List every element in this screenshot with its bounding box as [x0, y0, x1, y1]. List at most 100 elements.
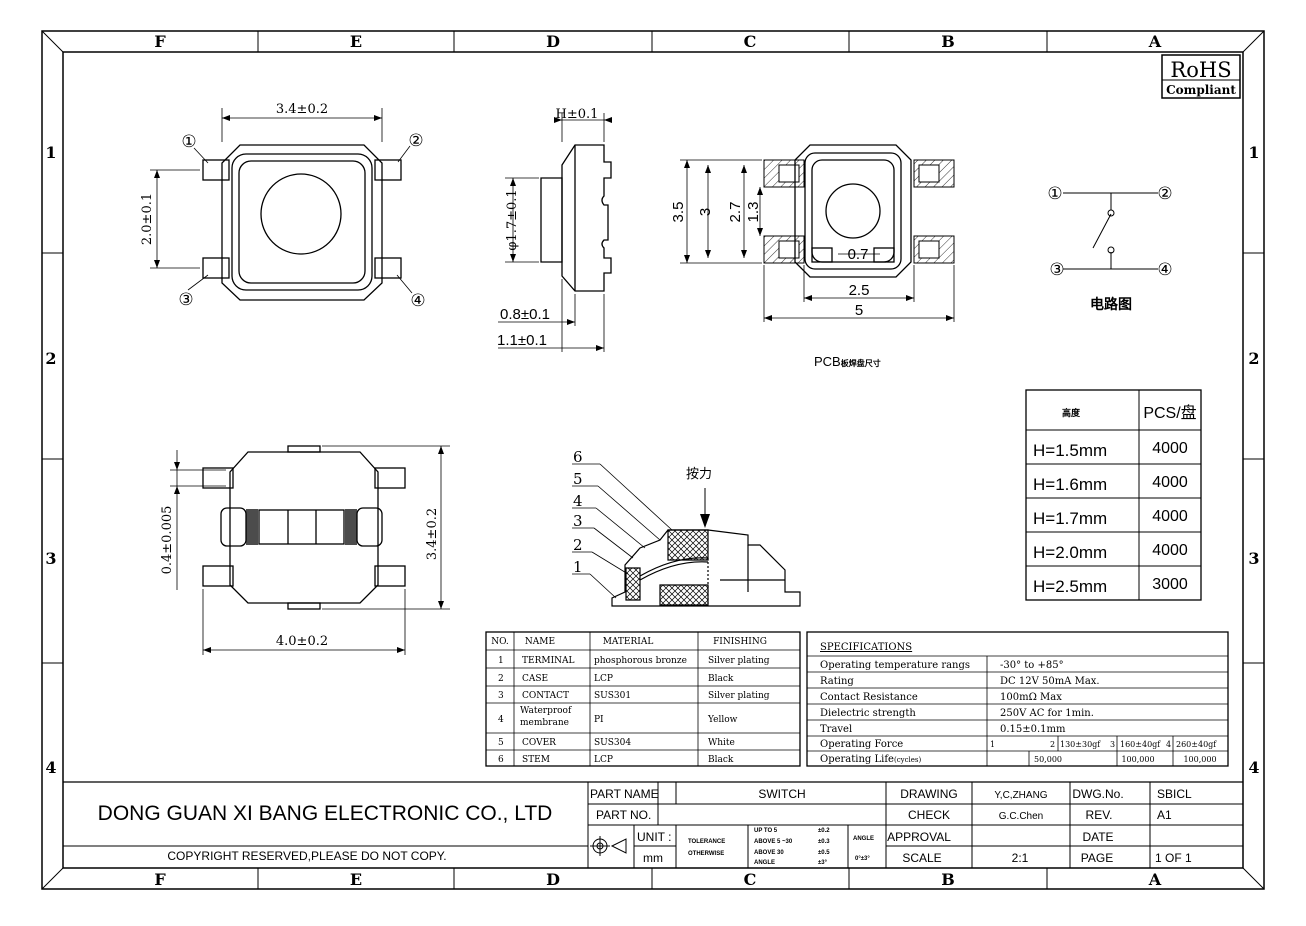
rohs-mark: RoHS Compliant: [1161, 54, 1241, 99]
pcs-row-qty: 4000: [1152, 542, 1188, 559]
row-label-right: 2: [1248, 349, 1259, 368]
circuit-pin-4: ④: [1157, 260, 1172, 279]
side-view: H±0.1 φ1.7±0.1 0.8±0.1 1.1±0.1: [497, 107, 612, 352]
life-cell: 50,000: [1034, 755, 1062, 764]
bom-cell: Silver plating: [708, 656, 770, 666]
col-label-top: C: [744, 32, 757, 51]
bom-cell: Silver plating: [708, 691, 770, 701]
tol-value: ±0.5: [818, 850, 830, 856]
pcs-row-qty: 3000: [1152, 576, 1188, 593]
life-cell: 100,000: [1121, 755, 1154, 764]
section-label-4: 4: [573, 492, 583, 510]
row-label-right: 3: [1248, 549, 1259, 568]
drawing-label: DRAWING: [900, 787, 958, 801]
side-top-dim: H±0.1: [556, 107, 599, 122]
bom-cell: 1: [498, 656, 504, 666]
spec-value: DC 12V 50mA Max.: [1000, 676, 1100, 687]
pcs-row-qty: 4000: [1152, 508, 1188, 525]
projection-symbol-icon: [590, 836, 627, 856]
tolerance-label: TOLERANCE: [688, 839, 725, 845]
circuit-pin-1: ①: [1047, 184, 1062, 203]
bom-header: NO.: [491, 637, 509, 647]
pcs-row-height: H=2.5mm: [1033, 577, 1107, 596]
side-dim-a: 0.8±0.1: [500, 306, 550, 323]
bom-cell: SUS304: [594, 738, 631, 748]
tolerance-label: OTHERWISE: [688, 851, 724, 857]
circuit-caption: 电路图: [1090, 296, 1132, 312]
spec-value: 250V AC for 1min.: [1000, 708, 1094, 719]
col-label-bottom: D: [546, 870, 560, 889]
dwg-label: DWG.No.: [1072, 787, 1123, 801]
row-label-left: 1: [45, 143, 56, 162]
col-label-bottom: E: [350, 870, 362, 889]
angle-value: 0°±3°: [855, 856, 870, 862]
pcs-row-height: H=1.5mm: [1033, 441, 1107, 460]
specifications-table: SPECIFICATIONS Operating temperature ran…: [806, 631, 1229, 767]
bom-cell: Black: [708, 755, 734, 765]
rohs-subtitle: Compliant: [1166, 83, 1236, 97]
top-height-dim: 2.0±0.1: [140, 193, 155, 245]
unit-value: mm: [643, 851, 663, 865]
spec-label: Operating Life(cycles): [820, 754, 921, 765]
spec-label: Travel: [820, 724, 852, 735]
bottom-height-dim: 3.4±0.2: [425, 508, 440, 560]
pin-3-label: ③: [178, 290, 193, 309]
bom-cell: TERMINAL: [522, 656, 574, 666]
tol-range: ABOVE 5 ~30: [754, 839, 793, 845]
force-cell: 3: [1110, 740, 1115, 749]
dwg-value: SBICL: [1157, 787, 1192, 801]
side-dia-dim: φ1.7±0.1: [505, 189, 520, 250]
unit-label: UNIT :: [637, 830, 671, 844]
bom-cell: CONTACT: [522, 691, 569, 701]
section-label-5: 5: [573, 470, 583, 488]
bom-cell: LCP: [594, 755, 613, 765]
col-label-top: B: [941, 32, 955, 51]
spec-value: 0.15±0.1mm: [1000, 724, 1066, 735]
pcs-row-height: H=2.0mm: [1033, 543, 1107, 562]
bom-header: MATERIAL: [603, 637, 654, 647]
bom-cell: 5: [498, 738, 504, 748]
bottom-width-dim: 4.0±0.2: [276, 634, 328, 649]
pcs-row-qty: 4000: [1152, 474, 1188, 491]
row-label-left: 2: [45, 349, 56, 368]
bom-header: NAME: [525, 637, 555, 647]
spec-label: Contact Resistance: [820, 692, 918, 703]
pcb-dim-2-7: 2.7: [727, 202, 744, 223]
title-block: DONG GUAN XI BANG ELECTRONIC CO., LTD CO…: [63, 781, 1243, 868]
force-cell: 2: [1050, 740, 1055, 749]
bom-header: FINISHING: [713, 637, 767, 647]
bom-cell: CASE: [522, 674, 548, 684]
check-value: G.C.Chen: [999, 811, 1043, 822]
col-label-bottom: C: [744, 870, 757, 889]
bottom-view: 0.4±0.005 3.4±0.2 4.0±0.2: [160, 445, 450, 655]
spec-label: Operating temperature rangs: [820, 660, 970, 671]
row-label-right: 1: [1248, 143, 1259, 162]
angle-label: ANGLE: [853, 836, 874, 842]
bom-cell: 6: [498, 755, 504, 765]
tol-range: ANGLE: [754, 860, 775, 866]
tol-value: ±0.3: [818, 839, 830, 845]
circuit-diagram: ① ② ③ ④ 电路图: [1047, 184, 1172, 312]
section-label-6: 6: [573, 448, 583, 466]
part-name-value: SWITCH: [758, 787, 805, 801]
col-label-top: A: [1148, 32, 1162, 51]
pin-4-label: ④: [410, 291, 425, 310]
force-cell: 160±40gf: [1120, 740, 1161, 749]
pin-2-label: ②: [408, 131, 423, 150]
col-label-top: D: [546, 32, 560, 51]
bom-table: NO. NAME MATERIAL FINISHING 1 TERMINAL p…: [485, 631, 801, 767]
pcb-dim-2-5: 2.5: [849, 282, 870, 299]
tol-value: ±0.2: [818, 828, 830, 834]
pcb-pad-view: 3.5 3 2.7 1.3 0.7 2.5 5 PCB板焊盘尺寸: [670, 144, 955, 369]
pcs-table: 高度 PCS/盘 H=1.5mm H=1.6mm H=1.7mm H=2.0mm…: [1025, 389, 1202, 601]
pcb-caption: PCB板焊盘尺寸: [814, 354, 881, 369]
bom-cell: phosphorous bronze: [594, 656, 687, 666]
force-cell: 1: [990, 740, 995, 749]
approval-label: APPROVAL: [887, 830, 951, 844]
col-label-top: F: [154, 32, 166, 51]
rev-label: REV.: [1086, 808, 1113, 822]
pcs-row-qty: 4000: [1152, 440, 1188, 457]
section-label-1: 1: [573, 558, 583, 576]
